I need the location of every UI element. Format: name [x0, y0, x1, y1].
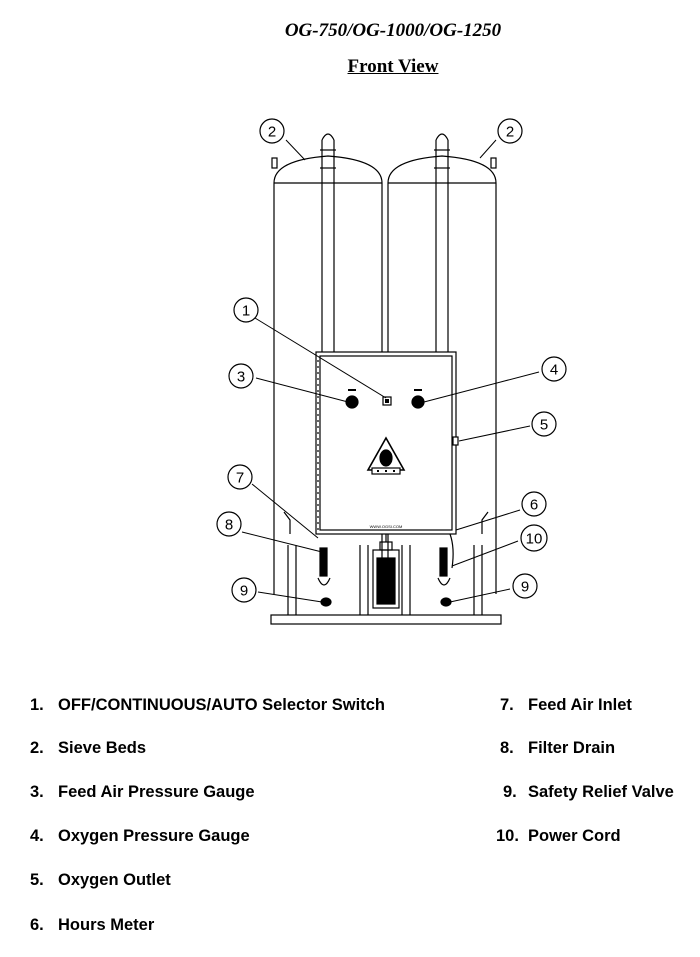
svg-text:9: 9 — [521, 579, 529, 596]
legend-item-2: 2.Sieve Beds — [30, 739, 147, 757]
svg-text:10: 10 — [526, 531, 543, 548]
pipe-left — [320, 133, 336, 352]
control-panel — [315, 351, 459, 535]
callout-2-left: 2 — [259, 118, 285, 144]
left-filter-drain — [317, 547, 331, 586]
power-cord — [449, 533, 454, 569]
callout-2-right: 2 — [497, 118, 523, 144]
legend-item-9: 9.Safety Relief Valve — [503, 783, 674, 801]
legend-item-1: 1.OFF/CONTINUOUS/AUTO Selector Switch — [30, 696, 385, 714]
svg-text:1: 1 — [242, 303, 250, 320]
right-filter-drain — [437, 547, 451, 586]
right-relief-valve — [440, 597, 452, 607]
left-relief-valve — [320, 597, 332, 607]
callout-9-left: 9 — [231, 577, 257, 603]
legend-item-8: 8.Filter Drain — [500, 739, 616, 757]
callout-10: 10 — [520, 524, 548, 552]
svg-text:2: 2 — [268, 124, 276, 141]
legend-item-10: 10.Power Cord — [496, 827, 621, 845]
model-title: OG-750/OG-1000/OG-1250 — [284, 20, 502, 41]
svg-text:5: 5 — [540, 417, 548, 434]
legend-item-5: 5.Oxygen Outlet — [30, 871, 171, 889]
svg-text:7: 7 — [236, 470, 244, 487]
callout-8: 8 — [216, 511, 242, 537]
sieve-bed-right — [387, 155, 497, 594]
callout-1: 1 — [233, 297, 259, 323]
svg-text:8: 8 — [225, 517, 233, 534]
sieve-bed-left — [273, 155, 383, 594]
pipe-right — [434, 133, 450, 352]
svg-text:6: 6 — [530, 497, 538, 514]
svg-text:9: 9 — [240, 583, 248, 600]
selector-switch — [382, 396, 392, 406]
panel-website-text: WWW.OGSI.COM — [370, 524, 403, 529]
tank-legs — [287, 545, 483, 615]
side-brackets — [283, 511, 489, 534]
callout-4: 4 — [541, 356, 567, 382]
svg-text:4: 4 — [550, 362, 558, 379]
view-title: Front View — [347, 56, 439, 77]
callout-3: 3 — [228, 363, 254, 389]
front-view-diagram: WWW.OGSI.COM — [216, 118, 567, 625]
company-logo — [366, 436, 406, 475]
callout-circles: 1 2 2 3 4 5 6 7 8 9 9 10 — [216, 118, 567, 603]
legend-item-4: 4.Oxygen Pressure Gauge — [30, 827, 250, 845]
lifting-lugs — [271, 157, 497, 169]
legend-item-3: 3.Feed Air Pressure Gauge — [30, 783, 255, 801]
callout-5: 5 — [531, 411, 557, 437]
feed-air-pressure-gauge — [345, 389, 359, 409]
svg-text:3: 3 — [237, 369, 245, 386]
callout-6: 6 — [521, 491, 547, 517]
legend-item-6: 6.Hours Meter — [30, 916, 155, 934]
callout-7: 7 — [227, 464, 253, 490]
base-plate — [270, 614, 502, 625]
leader-lines — [241, 139, 540, 603]
filter-assembly — [372, 534, 400, 609]
svg-text:2: 2 — [506, 124, 514, 141]
callout-9-right: 9 — [512, 573, 538, 599]
legend-item-7: 7.Feed Air Inlet — [500, 696, 632, 714]
